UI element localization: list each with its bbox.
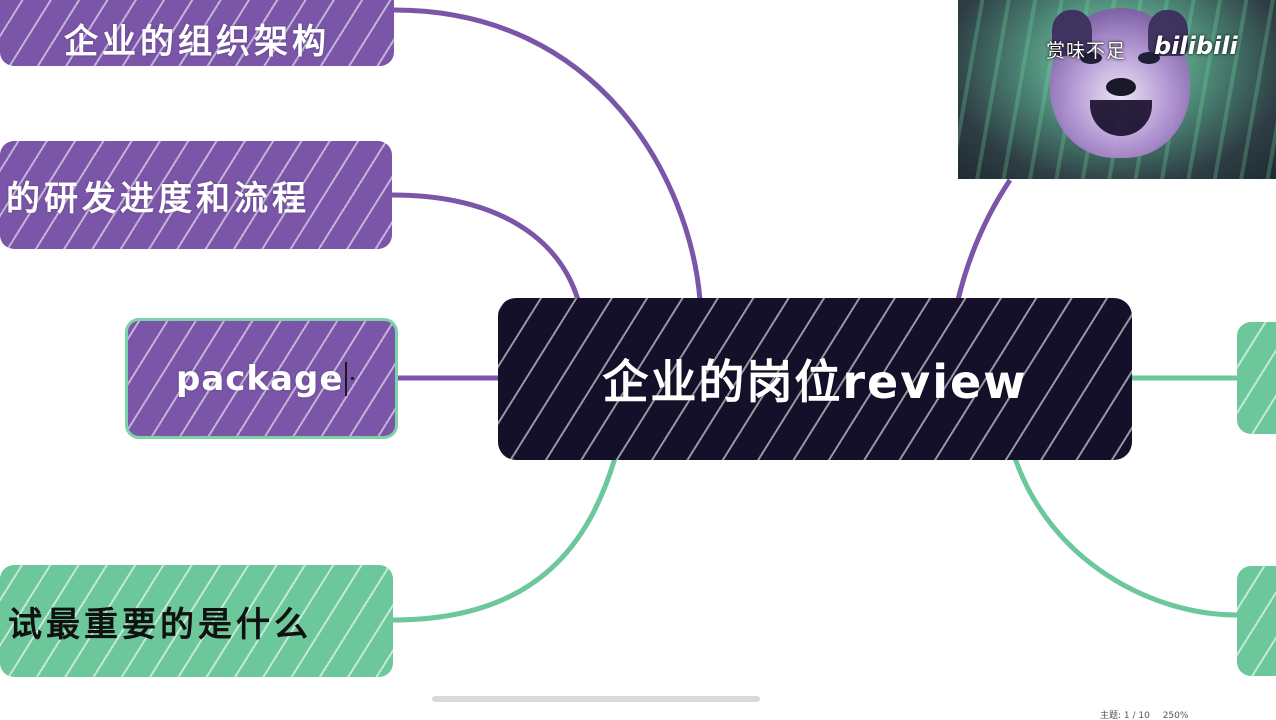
bilibili-logo: bilibili (1154, 32, 1238, 60)
connector-org (393, 7, 703, 301)
dog-ear-left (1052, 10, 1092, 56)
mindmap-node-right-2[interactable] (1237, 566, 1276, 676)
horizontal-scrollbar[interactable] (432, 696, 760, 702)
mindmap-node-right-1[interactable] (1237, 322, 1276, 434)
dog-ear-right (1148, 10, 1188, 56)
node-label-org: 企业的组织架构 (64, 21, 330, 62)
webcam-overlay: 赏味不足 bilibili (958, 0, 1276, 179)
mindmap-node-org[interactable]: 企业的组织架构 (0, 0, 394, 66)
central-topic-label: 企业的岗位review (602, 355, 1028, 409)
dog-eye-left (1080, 52, 1102, 64)
mindmap-node-rd-process[interactable]: 的研发进度和流程 (0, 141, 392, 249)
node-label-rd-process: 的研发进度和流程 (6, 178, 310, 219)
dog-eye-right (1138, 52, 1160, 64)
node-label-package[interactable]: package (176, 358, 344, 399)
mindmap-node-interview[interactable]: 试最重要的是什么 (0, 565, 393, 677)
connector-rd (391, 192, 581, 301)
connector-right-2 (1012, 457, 1238, 618)
dog-nose (1106, 78, 1136, 96)
mindmap-central-topic[interactable]: 企业的岗位review (498, 298, 1132, 460)
uploader-watermark: 赏味不足 (1046, 40, 1127, 62)
dog-mouth (1090, 100, 1152, 136)
text-cursor (345, 361, 348, 396)
cursor-dot (351, 377, 355, 380)
connector-interview (392, 457, 618, 623)
zoom-level[interactable]: 250% (1162, 711, 1189, 720)
connector-webcam (955, 178, 1013, 301)
dog-avatar-image (1050, 8, 1190, 158)
node-label-interview: 试最重要的是什么 (8, 604, 312, 645)
topic-count: 主题: 1 / 10 (1100, 711, 1150, 720)
mindmap-node-package[interactable]: package (125, 318, 398, 439)
status-bar: 主题: 1 / 10 250% (1100, 708, 1276, 720)
